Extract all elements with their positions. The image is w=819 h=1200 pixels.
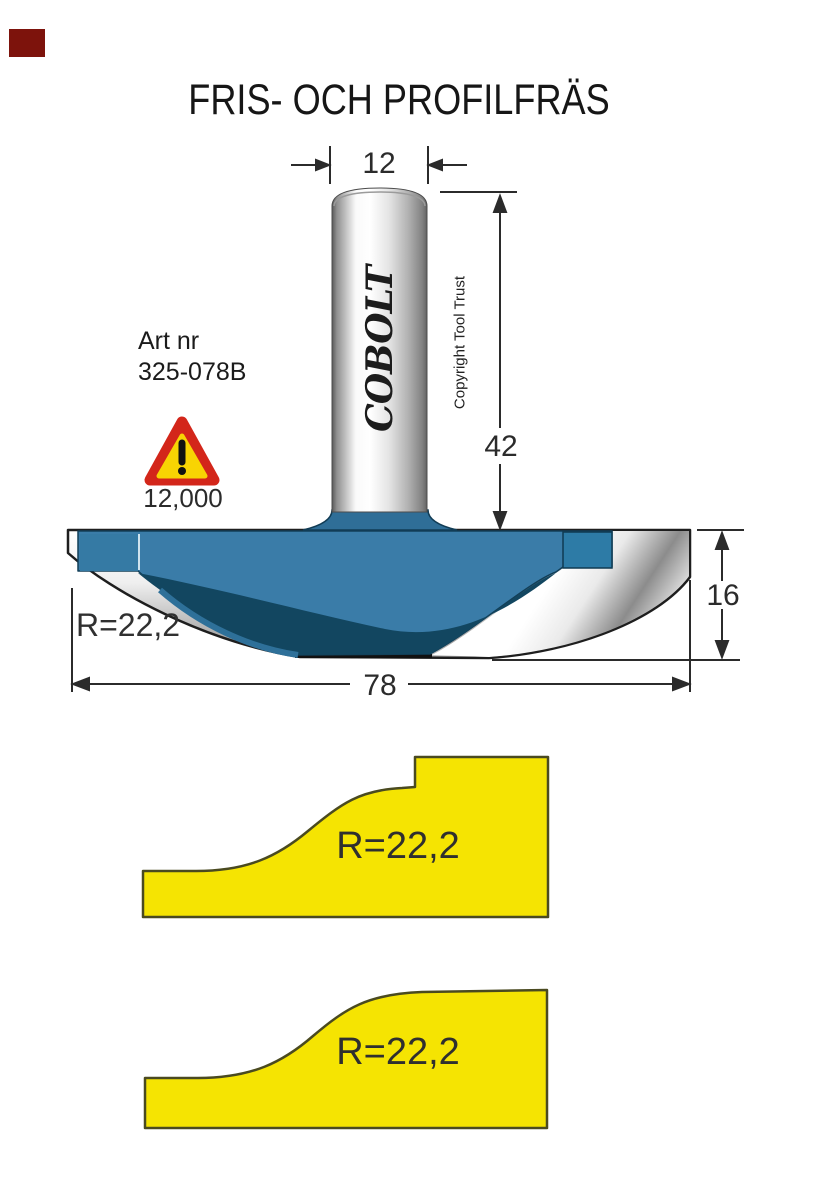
profile-bottom-radius-label: R=22,2 <box>336 1031 460 1073</box>
dim12-arrow-right-head <box>426 158 443 172</box>
cutter-right-flank <box>432 531 689 657</box>
dim78-arrow-right <box>672 676 692 692</box>
copyright-text: Copyright Tool Trust <box>451 275 469 410</box>
brand-name: COBOLT <box>359 266 401 432</box>
dim12-arrow-left-head <box>315 158 332 172</box>
cutter-head <box>66 509 692 660</box>
shank-chamfer-line <box>333 191 426 207</box>
carbide-insert-left <box>80 534 138 571</box>
cutter-lower-edge-highlight <box>158 587 299 658</box>
dimension-lines <box>70 146 744 692</box>
shank-flare <box>302 509 458 531</box>
dim78-arrow-left <box>70 676 90 692</box>
corner-mark <box>9 29 45 57</box>
max-rpm-value: 12,000 <box>143 483 223 513</box>
dim-shank-diameter: 12 <box>362 147 396 180</box>
art-number-value: 325-078B <box>138 358 247 386</box>
cut-profiles <box>141 755 550 1130</box>
art-number-block: Art nr 325-078B <box>138 326 246 388</box>
dim42-arrow-up <box>492 193 508 213</box>
dim-shank-length: 42 <box>484 430 518 463</box>
shank <box>331 187 428 513</box>
profile-shape-bottom <box>143 988 549 1130</box>
dim16-arrow-down <box>714 640 730 660</box>
dim-cutter-height: 16 <box>706 579 740 612</box>
profile-top-radius-label: R=22,2 <box>336 825 460 867</box>
warning-triangle-icon <box>144 416 220 486</box>
page-title: FRIS- OCH PROFILFRÄS <box>188 76 610 124</box>
cutter-dark-wave <box>138 573 556 655</box>
dim-cutter-diameter: 78 <box>363 669 397 702</box>
dim42-arrow-down <box>492 511 508 531</box>
dim16-arrow-up <box>714 530 730 550</box>
carbide-insert-right <box>562 531 613 569</box>
art-number-label: Art nr <box>138 327 200 355</box>
profile-shape-top <box>141 755 550 919</box>
warning-exclamation-dot <box>178 467 186 475</box>
shank-cylinder <box>331 187 428 513</box>
cutter-radius-label: R=22,2 <box>76 607 181 643</box>
